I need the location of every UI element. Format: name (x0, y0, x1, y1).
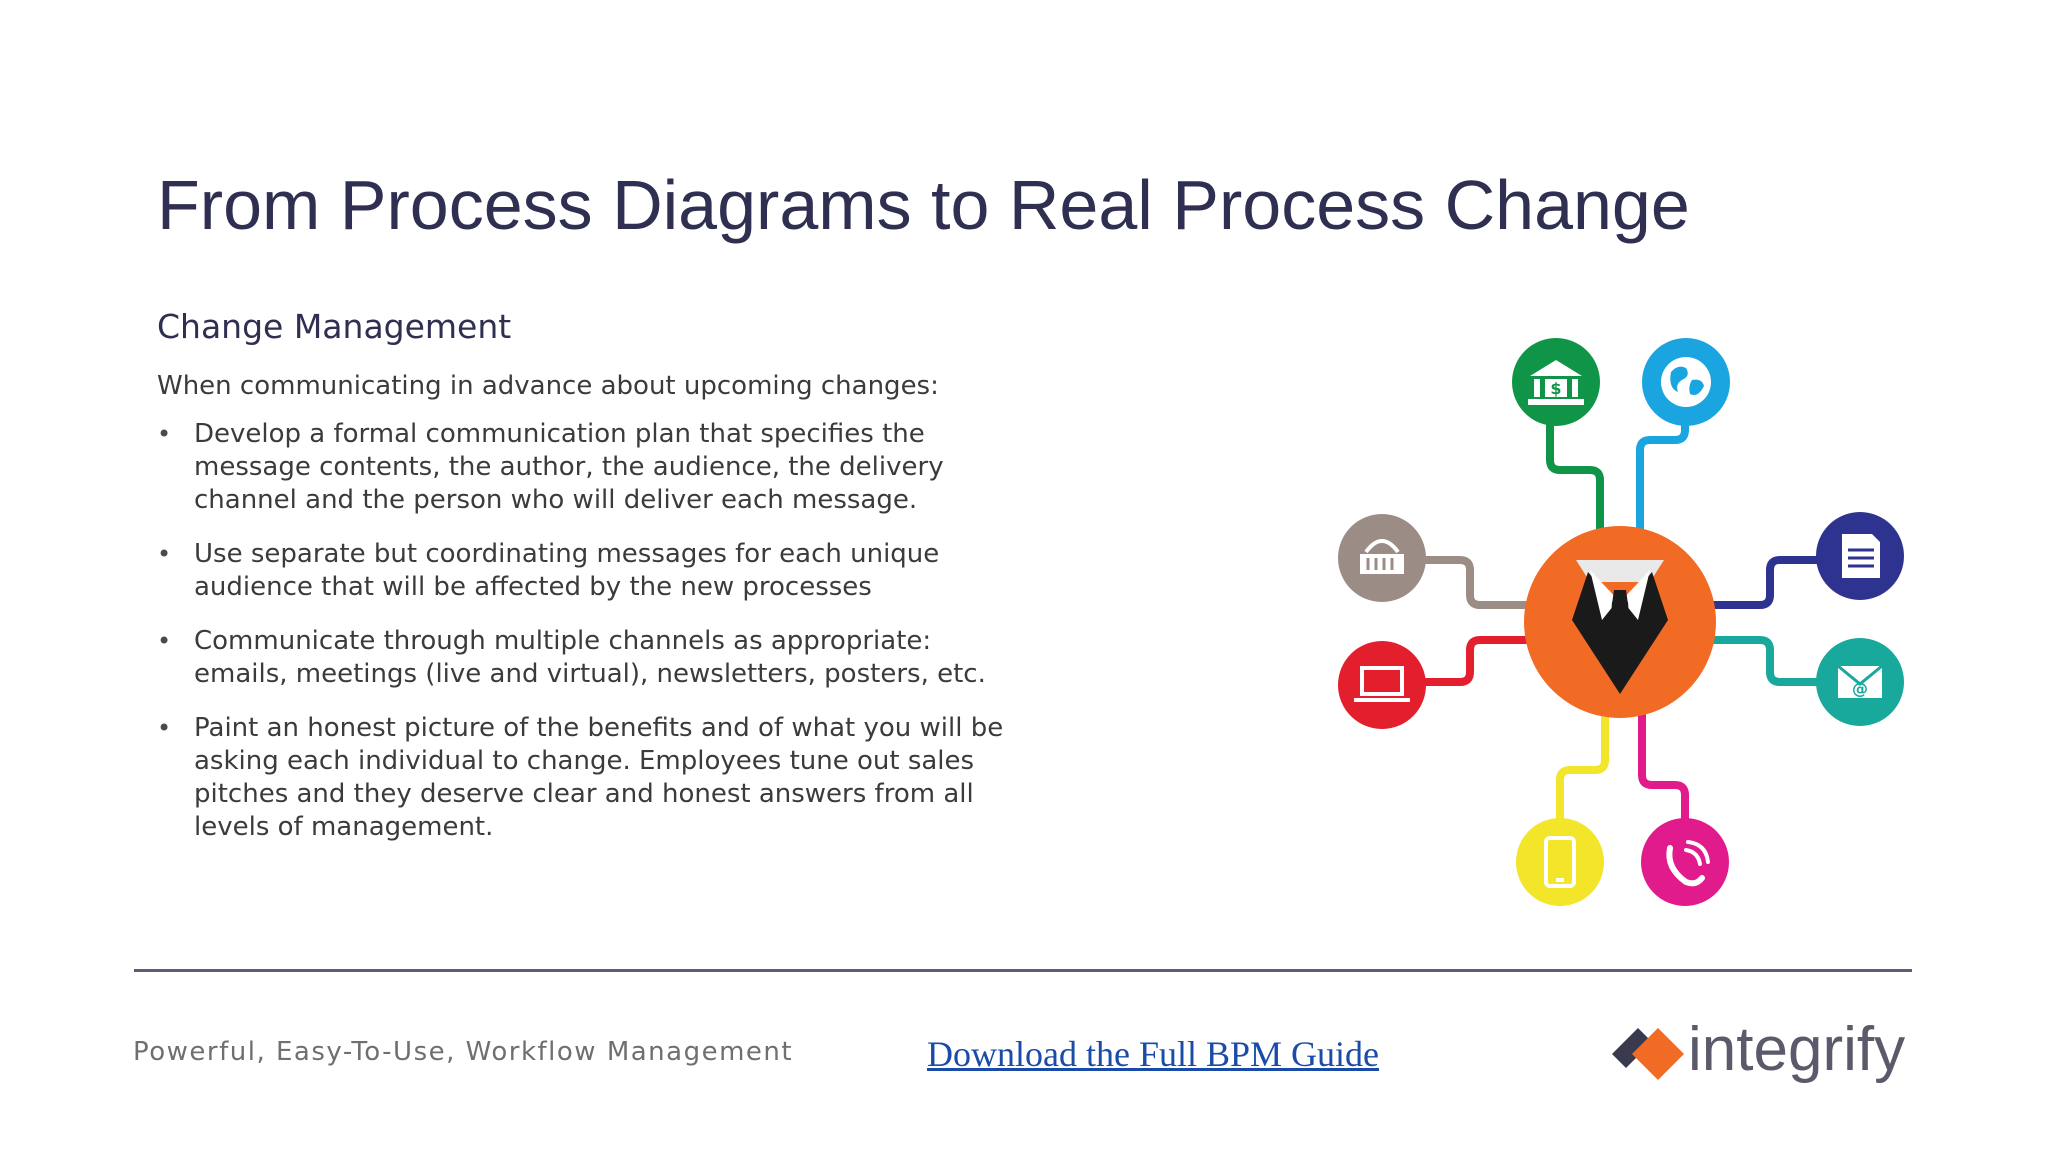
shopping-basket-icon (1360, 539, 1404, 574)
connector-red (1376, 636, 1534, 686)
connector-yellow (1556, 711, 1609, 864)
globe-icon (1661, 357, 1711, 407)
communication-hub-diagram: $ (1338, 338, 1904, 906)
connector-navy (1706, 556, 1864, 609)
slide-title: From Process Diagrams to Real Process Ch… (157, 166, 1690, 244)
bullet-text: Develop a formal communication plan that… (194, 419, 944, 515)
bullet-text: Communicate through multiple channels as… (194, 626, 986, 689)
footer-divider (134, 969, 1912, 972)
hub-node (1524, 526, 1716, 718)
businessman-suit-icon (1572, 560, 1668, 694)
connector-teal (1706, 636, 1864, 686)
logo-diamond-icon (1612, 1028, 1684, 1080)
phone-icon (1666, 840, 1710, 887)
svg-text:@: @ (1852, 679, 1868, 698)
bank-node: $ (1512, 338, 1600, 426)
connector-brown (1376, 556, 1534, 609)
globe-node (1642, 338, 1730, 426)
bullet-text: Paint an honest picture of the benefits … (194, 713, 1004, 842)
download-guide-link[interactable]: Download the Full BPM Guide (927, 1034, 1380, 1074)
integrify-logo: integrify (1604, 1012, 1914, 1088)
basket-node (1338, 514, 1426, 602)
connector-blue (1636, 376, 1689, 534)
intro-text: When communicating in advance about upco… (157, 371, 939, 401)
logo-text: integrify (1688, 1015, 1906, 1084)
email-icon: @ (1837, 664, 1883, 698)
document-icon (1842, 534, 1880, 578)
bullet-marker: • (157, 714, 172, 742)
mobile-node (1516, 818, 1604, 906)
footer-tagline: Powerful, Easy-To-Use, Workflow Manageme… (133, 1037, 794, 1067)
svg-text:$: $ (1550, 379, 1561, 398)
bullet-marker: • (157, 420, 172, 448)
connector-green (1546, 376, 1604, 534)
connector-magenta (1638, 711, 1689, 864)
phone-node (1641, 818, 1729, 906)
bullet-text: Use separate but coordinating messages f… (194, 539, 940, 602)
bullet-item: • Use separate but coordinating messages… (157, 538, 1017, 604)
document-node (1816, 512, 1904, 600)
mobile-phone-icon (1544, 836, 1576, 888)
bank-icon (1528, 360, 1584, 405)
laptop-node (1338, 641, 1426, 729)
bullet-item: • Develop a formal communication plan th… (157, 418, 1017, 517)
bullet-marker: • (157, 540, 172, 568)
email-node: @ (1816, 638, 1904, 726)
bullet-item: • Paint an honest picture of the benefit… (157, 712, 1017, 844)
laptop-icon (1354, 666, 1410, 702)
bullet-item: • Communicate through multiple channels … (157, 625, 1017, 691)
bullet-marker: • (157, 627, 172, 655)
section-heading: Change Management (157, 307, 512, 346)
bullet-list: • Develop a formal communication plan th… (157, 418, 1017, 865)
